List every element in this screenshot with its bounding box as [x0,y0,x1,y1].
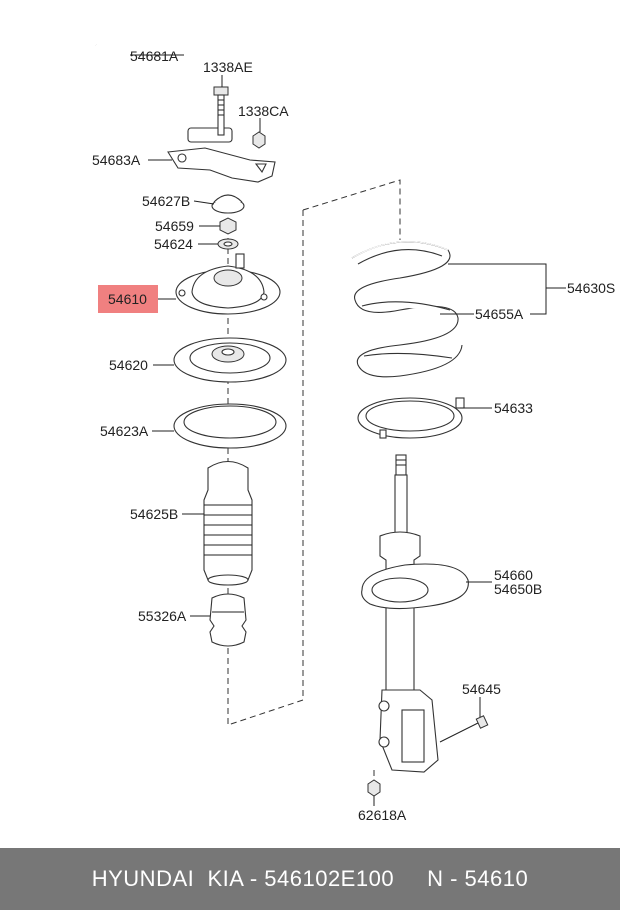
parts-diagram: 54681A 1338AE 1338CA 54683A 54627B 54659… [92,43,615,823]
label-54683a[interactable]: 54683A [92,152,141,168]
footer-bar: HYUNDAI KIA - 546102E100 N - 54610 [0,848,620,910]
spring-seat-54623a-part [173,403,287,449]
strut-assembly-54660-part [361,454,469,773]
highlight-box [98,285,158,313]
label-54610[interactable]: 54610 [108,291,147,307]
nut-62618a-part [367,770,381,797]
label-54650b[interactable]: 54650B [494,581,542,597]
label-62618a[interactable]: 62618A [358,807,407,823]
nut-1338ca-part [252,131,266,149]
label-54655a[interactable]: 54655A [475,306,524,322]
washer-54624-part [217,238,239,250]
assembly-outline-right [302,179,401,240]
cap-54627b-part [211,194,245,214]
label-1338ca[interactable]: 1338CA [238,103,289,119]
label-54624[interactable]: 54624 [154,236,193,252]
nut-54659-part [219,217,237,235]
bump-stopper-55326a-part [209,593,247,647]
label-54681a[interactable]: 54681A [130,48,179,64]
label-54623a[interactable]: 54623A [100,423,149,439]
bolt-54645-part [439,715,489,743]
label-54645[interactable]: 54645 [462,681,501,697]
label-54620[interactable]: 54620 [109,357,148,373]
footer-part-number: HYUNDAI KIA - 546102E100 N - 54610 [91,866,529,891]
bracket-54683a-part [167,147,276,183]
label-54627b[interactable]: 54627B [142,193,190,209]
label-54625b[interactable]: 54625B [130,506,178,522]
label-54659[interactable]: 54659 [155,218,194,234]
bearing-54620-part [173,337,287,383]
spring-pad-54633-part [357,397,465,439]
leader-lines [130,54,566,806]
coil-spring-54630s-part [351,241,463,378]
strut-mount-54610-part [175,253,281,315]
label-55326a[interactable]: 55326A [138,608,187,624]
label-54633[interactable]: 54633 [494,400,533,416]
label-54630s[interactable]: 54630S [567,280,615,296]
bolt-1338ae-part [213,86,229,136]
dust-boot-54625b-part [203,460,253,586]
label-1338ae[interactable]: 1338AE [203,59,253,75]
label-54660[interactable]: 54660 [494,567,533,583]
